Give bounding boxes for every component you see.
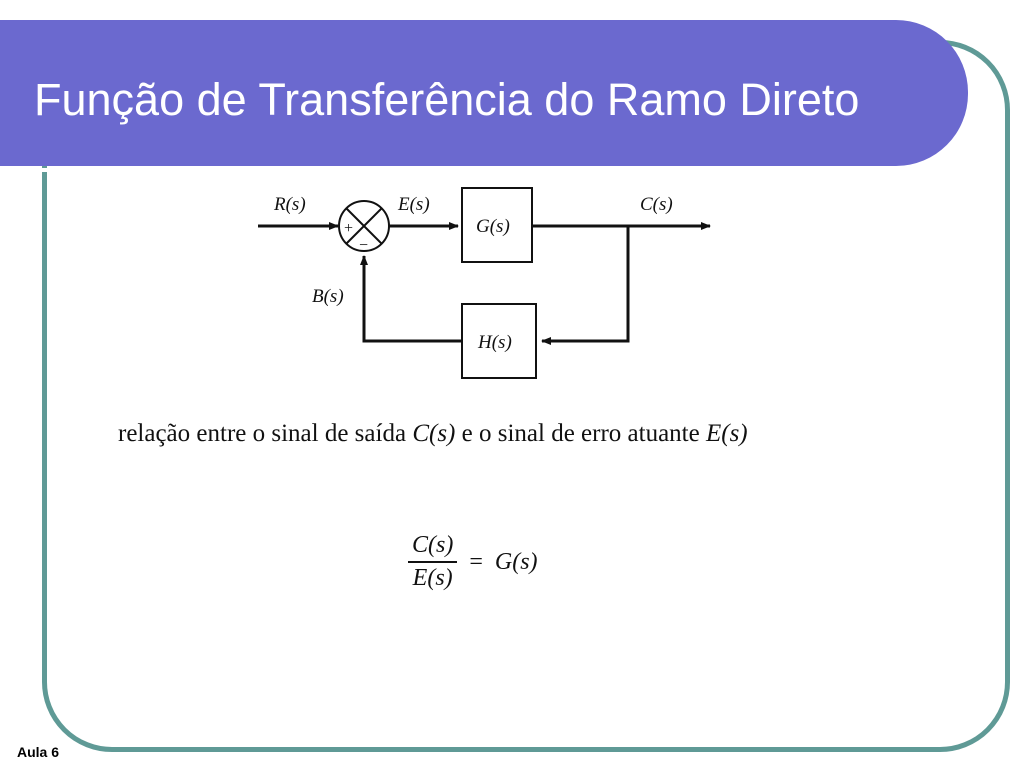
title-underline [0, 168, 940, 172]
formula-rhs: G(s) [494, 548, 538, 575]
feedback-return-arrow [360, 255, 462, 343]
error-label: E(s) [397, 194, 430, 215]
description-e-of-s: E(s) [705, 420, 748, 447]
fraction: C(s) E(s) [408, 532, 458, 592]
plus-sign: + [344, 220, 353, 237]
fraction-denominator: E(s) [412, 565, 453, 591]
feedback-block-label: H(s) [477, 332, 512, 353]
input-label: R(s) [273, 194, 306, 215]
description-text: relação entre o sinal de saída C(s) e o … [118, 420, 748, 448]
transfer-function-formula: C(s) E(s) = G(s) [408, 532, 538, 592]
feedback-arrow [541, 226, 630, 345]
footer-label: Aula 6 [17, 744, 60, 760]
description-middle: e o sinal de erro atuante [455, 420, 706, 447]
title-bar: Função de Transferência do Ramo Direto [0, 20, 968, 172]
description-c-of-s: C(s) [412, 420, 456, 447]
slide-title: Função de Transferência do Ramo Direto [34, 74, 860, 125]
feedback-block-box [461, 303, 537, 379]
output-label: C(s) [640, 194, 673, 215]
forward-block-label: G(s) [476, 216, 510, 237]
minus-sign: − [359, 237, 368, 254]
description-prefix: relação entre o sinal de saída [118, 420, 413, 447]
fraction-numerator: C(s) [408, 532, 458, 563]
feedback-label: B(s) [312, 286, 344, 307]
block-diagram: R(s) E(s) G(s) C(s) B(s) H(s) + − [258, 187, 711, 379]
equals-sign: = [469, 548, 483, 575]
